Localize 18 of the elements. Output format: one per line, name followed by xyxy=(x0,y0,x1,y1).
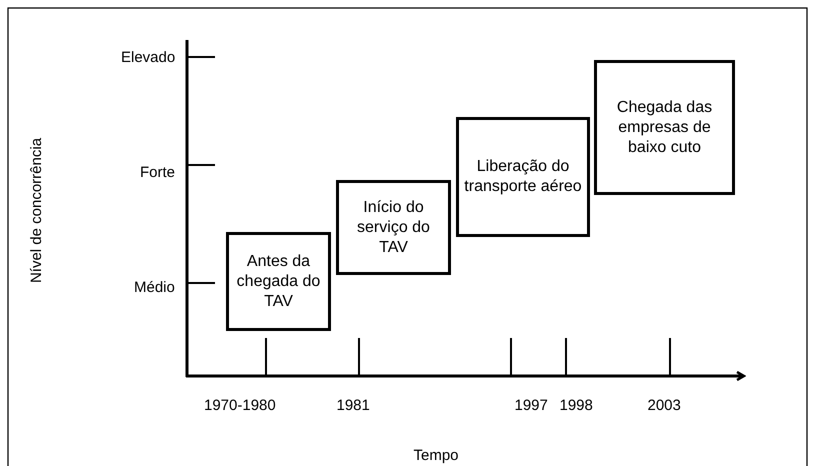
year-label: 1970-1980 xyxy=(204,396,276,414)
event-box xyxy=(456,117,590,237)
year-label: 1997 xyxy=(514,396,548,414)
year-label: 1981 xyxy=(336,396,370,414)
year-label: 1998 xyxy=(560,396,593,414)
axis-title: Tempo xyxy=(414,446,459,464)
axis-title: Nível de concorrência xyxy=(28,137,45,283)
level-label: Médio xyxy=(134,278,175,296)
event-box xyxy=(594,60,735,195)
event-box xyxy=(336,180,451,275)
level-label: Forte xyxy=(140,164,176,180)
event-box xyxy=(226,232,331,331)
event-text: Liberação do transporte aéreo xyxy=(463,157,583,197)
event-text: Início do serviço do TAV xyxy=(356,198,431,258)
event-text: Chegada das empresas de baixo cuto xyxy=(616,98,714,158)
level-label: Elevado xyxy=(121,48,176,66)
event-text: Antes da chegada do TAV xyxy=(236,252,322,312)
year-label: 2003 xyxy=(648,396,681,414)
